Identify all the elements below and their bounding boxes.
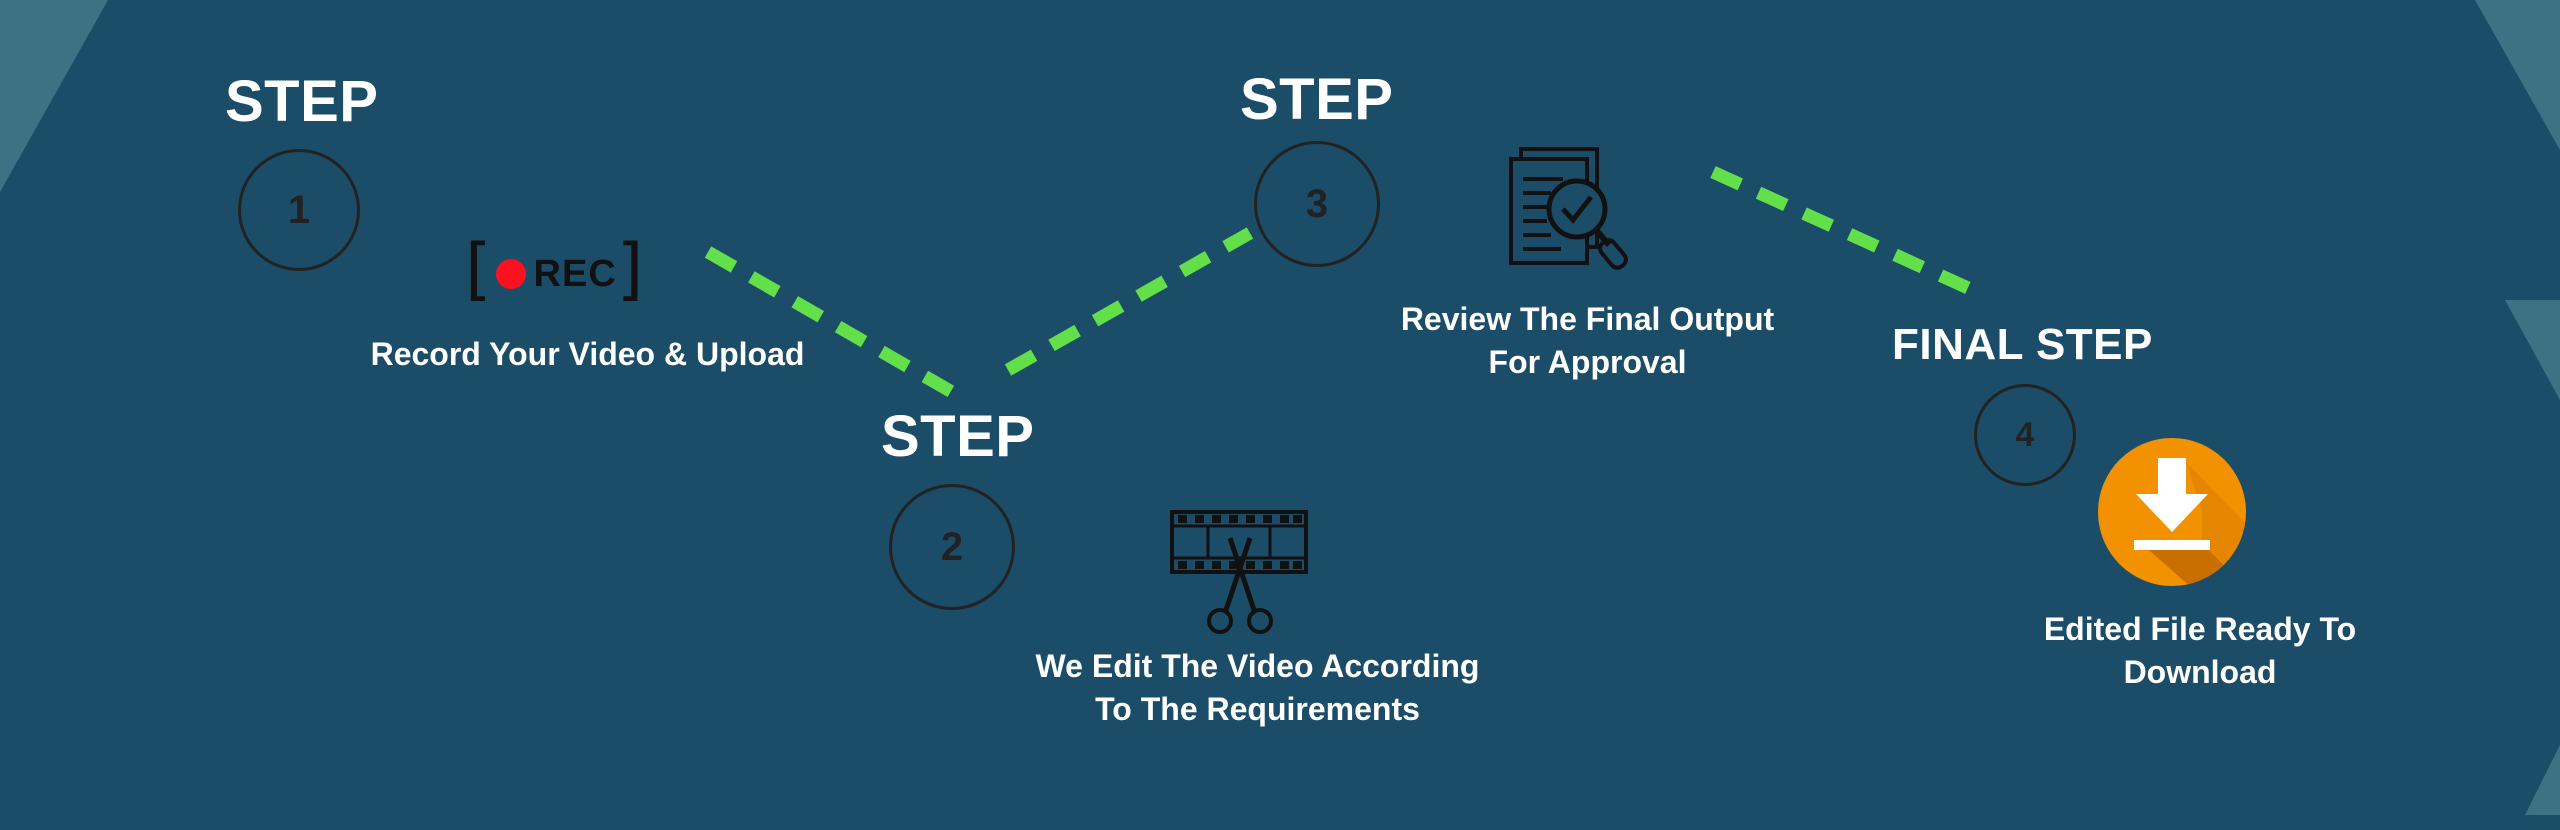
download-icon <box>2098 438 2246 586</box>
step-3-caption-line-1: Review The Final Output <box>1400 301 1775 337</box>
step-2-caption: We Edit The Video According To The Requi… <box>1020 645 1495 731</box>
step-4-caption: Edited File Ready To Download <box>2020 608 2380 694</box>
corner-triangle-top-right <box>2475 0 2560 150</box>
step-2-number: 2 <box>889 484 1015 610</box>
step-1-number: 1 <box>238 149 360 271</box>
step-2-caption-line-2: To The Requirements <box>1095 691 1420 728</box>
step-4-title: FINAL STEP <box>1892 320 2153 369</box>
step-4-caption-line-1: Edited File Ready To <box>2043 611 2357 647</box>
step-3-number: 3 <box>1254 141 1380 267</box>
connector-step3-final <box>1710 166 1971 294</box>
step-3-caption: Review The Final Output For Approval <box>1350 298 1825 384</box>
connector-step2-step3 <box>1004 227 1254 376</box>
film-scissors-icon <box>1170 510 1308 634</box>
step-1-caption: Record Your Video & Upload <box>370 336 805 372</box>
rec-bracket-left: [ <box>465 230 492 309</box>
rec-label: REC <box>533 252 617 295</box>
rec-bracket-right: ] <box>616 230 644 309</box>
step-4-caption-line-2: Download <box>2123 654 2277 691</box>
rec-icon: [ REC ] <box>465 236 643 308</box>
step-2-title: STEP <box>881 404 1035 469</box>
rec-dot <box>495 259 526 289</box>
step-2-caption-line-1: We Edit The Video According <box>1035 648 1480 684</box>
corner-triangle-top-left <box>0 0 108 192</box>
corner-triangle-bottom-right <box>2525 745 2560 815</box>
edge-triangle-right-middle <box>2505 300 2560 400</box>
step-4-number: 4 <box>1974 384 2076 486</box>
step-1-title: STEP <box>225 69 379 134</box>
step-3-caption-line-2: For Approval <box>1488 344 1687 381</box>
step-3-title: STEP <box>1240 67 1394 132</box>
document-search-icon <box>1509 147 1628 270</box>
